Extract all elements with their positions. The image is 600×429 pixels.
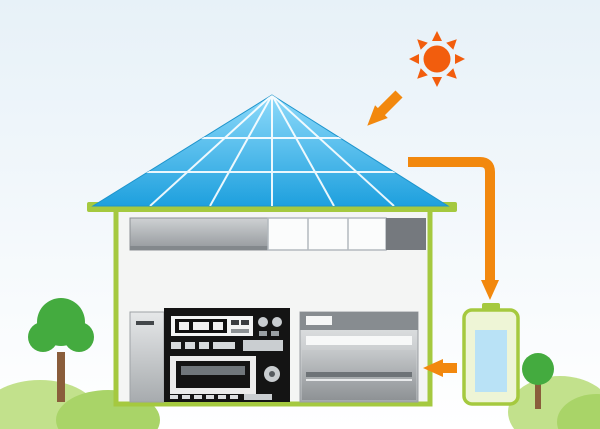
small-button [182,395,190,399]
kitchen-stove-unit [164,308,290,402]
refrigerator-body [129,311,165,403]
storage-battery [462,303,520,406]
energy-flow-arrows [367,90,499,377]
bush [557,394,600,429]
panel-button [241,320,249,325]
range-hood-cabinet [129,217,269,251]
display-segment [213,322,223,330]
panel-slot [231,329,249,333]
dishwasher [299,311,419,403]
sun-ray [455,54,465,64]
vent-slot [243,340,283,351]
window-panels [267,217,387,251]
sun-ray [432,31,442,41]
dishwasher-display [306,316,332,325]
tree-foliage [522,353,554,385]
dishwasher-groove [306,372,412,377]
knob [258,317,268,327]
refrigerator-handle [136,321,154,325]
button [185,342,195,349]
upper-cabinet-row [129,217,426,251]
panel-button [259,331,267,336]
left-tree [28,298,94,402]
tree-trunk [535,383,541,409]
display-segment [193,322,209,330]
small-button [218,395,226,399]
panel-button [231,320,239,325]
sun-core [423,45,451,73]
right-tree [522,353,554,409]
sun-icon [409,31,465,87]
panel-seam [149,95,273,206]
small-button [206,395,214,399]
bottom-slot [244,394,272,400]
dishwasher-handle-slot [306,336,412,345]
dark-cabinet-panel [386,218,426,250]
display-segment [179,322,189,330]
panel-seam [271,95,395,206]
sun-ray [409,54,419,64]
oven-knob-center [269,371,275,377]
small-button [170,395,178,399]
button [199,342,209,349]
oven-shelf [181,366,245,375]
panel-seam [209,95,273,206]
panel-button [271,331,279,336]
button [213,342,235,349]
sun-ray [432,77,442,87]
tree-trunk [57,352,65,402]
sunlight-arrow-icon [367,90,403,126]
roof-to-battery-arrow-icon [408,157,499,300]
tree-foliage [37,298,85,346]
panel-seam [271,95,335,206]
battery-charge-level [475,330,507,392]
small-button [230,395,238,399]
right-bushes [508,376,600,429]
refrigerator [129,311,165,403]
range-hood-edge [130,246,268,250]
knob [272,317,282,327]
small-button [194,395,202,399]
button [171,342,181,349]
dishwasher-highlight [306,379,412,381]
